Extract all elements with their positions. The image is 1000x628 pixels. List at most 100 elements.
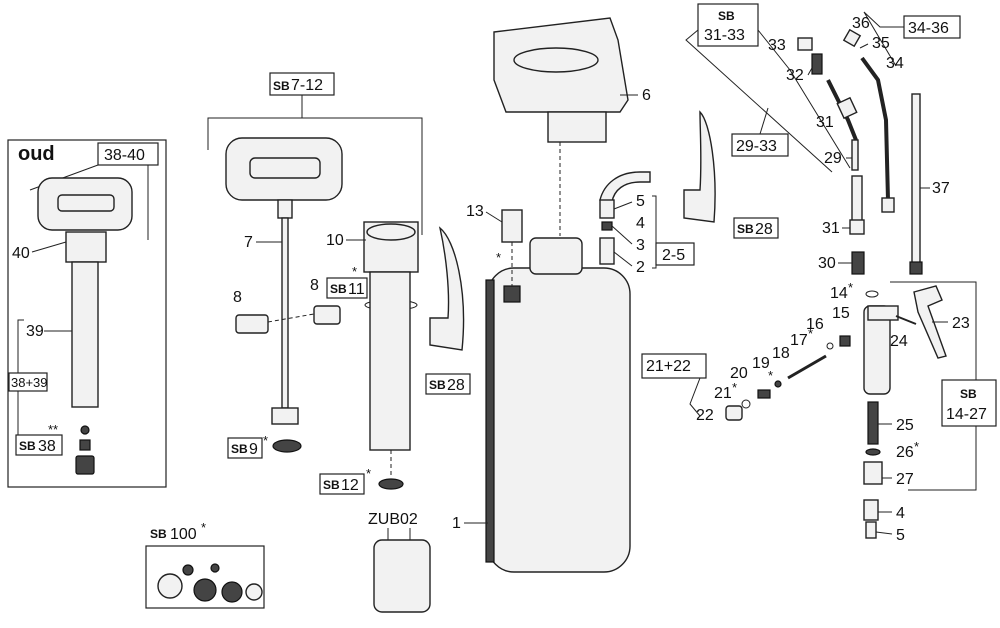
label-sb7-number: 7-12 [291, 77, 323, 94]
label-15: 15 [832, 305, 850, 322]
part-3-ring [601, 221, 613, 231]
bracket-21-22 [689, 377, 701, 417]
label-14-star: * [848, 280, 853, 295]
group-tank: 6 1 13 * 5 4 3 2 2-5 [452, 17, 695, 573]
label-sb38-prefix: SB [19, 439, 36, 453]
box-sb28-left [425, 373, 471, 395]
part-31-nut-top [836, 96, 858, 120]
part-37-end [909, 261, 923, 275]
box-38-39 [8, 372, 48, 392]
label-6: 6 [642, 87, 651, 104]
label-2-5: 2-5 [662, 247, 685, 264]
label-sb14-number: 14-27 [946, 406, 987, 423]
part-12-valve [378, 478, 404, 490]
part-40-handle-slot [57, 194, 115, 212]
group-lance-long: 34-36 36 35 34 37 [842, 11, 961, 275]
group-pump-assembly: SB 7-12 7 8 8 SB 9 * 10 SB 11 * [207, 72, 431, 613]
label-18: 18 [772, 345, 790, 362]
label-13: 13 [466, 203, 484, 220]
label-zub02: ZUB02 [368, 511, 418, 528]
label-19: 19 [752, 355, 770, 372]
part-31-nut-bottom [849, 219, 865, 235]
box-sb9 [227, 437, 263, 459]
label-5-top: 5 [636, 193, 645, 210]
label-38-39: 38+39 [11, 375, 48, 390]
label-34: 34 [886, 55, 904, 72]
label-22: 22 [696, 407, 714, 424]
label-sb100-star: * [201, 520, 206, 535]
part-32-filter [811, 53, 823, 75]
leader-35 [859, 43, 869, 49]
part-22-cap [725, 405, 743, 421]
part-6-funnel-spout [547, 111, 607, 143]
part-1-tank-neck [529, 237, 583, 275]
label-sb9-prefix: SB [231, 442, 248, 456]
part-18-spindle [787, 354, 827, 380]
part-sb100-small-a [182, 564, 194, 576]
label-sb12-star: * [366, 466, 371, 481]
label-19-star: * [768, 368, 773, 383]
part-10-cap-rim [366, 223, 416, 241]
label-13-star: * [496, 250, 501, 265]
label-sb11-prefix: SB [330, 282, 347, 296]
bracket-sb7-12 [207, 117, 423, 235]
label-sb31-prefix: SB [718, 9, 735, 23]
label-1: 1 [452, 515, 461, 532]
part-7-rod [281, 217, 289, 409]
label-34-36: 34-36 [908, 20, 949, 37]
leader-29-33 [759, 107, 769, 135]
label-32: 32 [786, 67, 804, 84]
label-33: 33 [768, 37, 786, 54]
box-38-40 [97, 142, 159, 166]
part-15-valve-top [867, 305, 899, 321]
label-sb12-prefix: SB [323, 478, 340, 492]
label-sb28-right-prefix: SB [737, 222, 754, 236]
label-36: 36 [852, 15, 870, 32]
part-sb100-disc-c [245, 583, 263, 601]
leader-3 [611, 225, 633, 245]
part-36-nozzle [842, 28, 862, 48]
label-38-40: 38-40 [104, 147, 145, 164]
label-4-bottom: 4 [896, 505, 905, 522]
part-19-ring [774, 380, 782, 388]
part-5-hose [599, 171, 651, 203]
bracket-34-36 [863, 11, 904, 67]
label-17-star: * [808, 326, 813, 341]
panel-oud: oud 38-40 40 39 38+39 SB 38 ** [7, 139, 167, 488]
bracket-2-5 [652, 195, 657, 269]
part-11-cylinder [369, 271, 411, 451]
part-6-funnel-opening [513, 47, 599, 73]
part-34-lance-nut [881, 197, 895, 213]
label-26-star: * [914, 439, 919, 454]
label-31-bottom: 31 [822, 220, 840, 237]
part-29-lance [826, 79, 858, 141]
part-34-lance [860, 56, 890, 201]
part-29-lance-lower [851, 139, 859, 171]
part-24-pin [895, 315, 917, 325]
part-4-nut-bottom [863, 499, 879, 521]
label-24: 24 [890, 333, 908, 350]
part-13-valve [501, 209, 523, 243]
part-26-oring [865, 448, 881, 456]
part-27-connector [863, 461, 883, 485]
label-17: 17 [790, 332, 808, 349]
part-1-tank-edge [485, 279, 495, 563]
label-26: 26 [896, 444, 914, 461]
group-sb100: SB 100 * [145, 520, 265, 609]
part-sb100-disc-b [221, 581, 243, 603]
part-7-handle-slot [249, 157, 321, 179]
label-39: 39 [26, 323, 44, 340]
dash-8 [267, 313, 315, 323]
box-2-5 [655, 242, 695, 266]
part-38-ring [80, 425, 90, 435]
group-sb28-right: SB 28 [683, 110, 779, 239]
leader-zub02 [387, 528, 411, 541]
label-21: 21 [714, 385, 732, 402]
bracket-29-33 [685, 29, 833, 173]
label-sb12-number: 12 [341, 477, 359, 494]
part-17-oring [826, 342, 834, 350]
part-1-tank [487, 267, 631, 573]
part-13-valve-seat [503, 285, 521, 303]
box-sb28-right [733, 217, 779, 239]
